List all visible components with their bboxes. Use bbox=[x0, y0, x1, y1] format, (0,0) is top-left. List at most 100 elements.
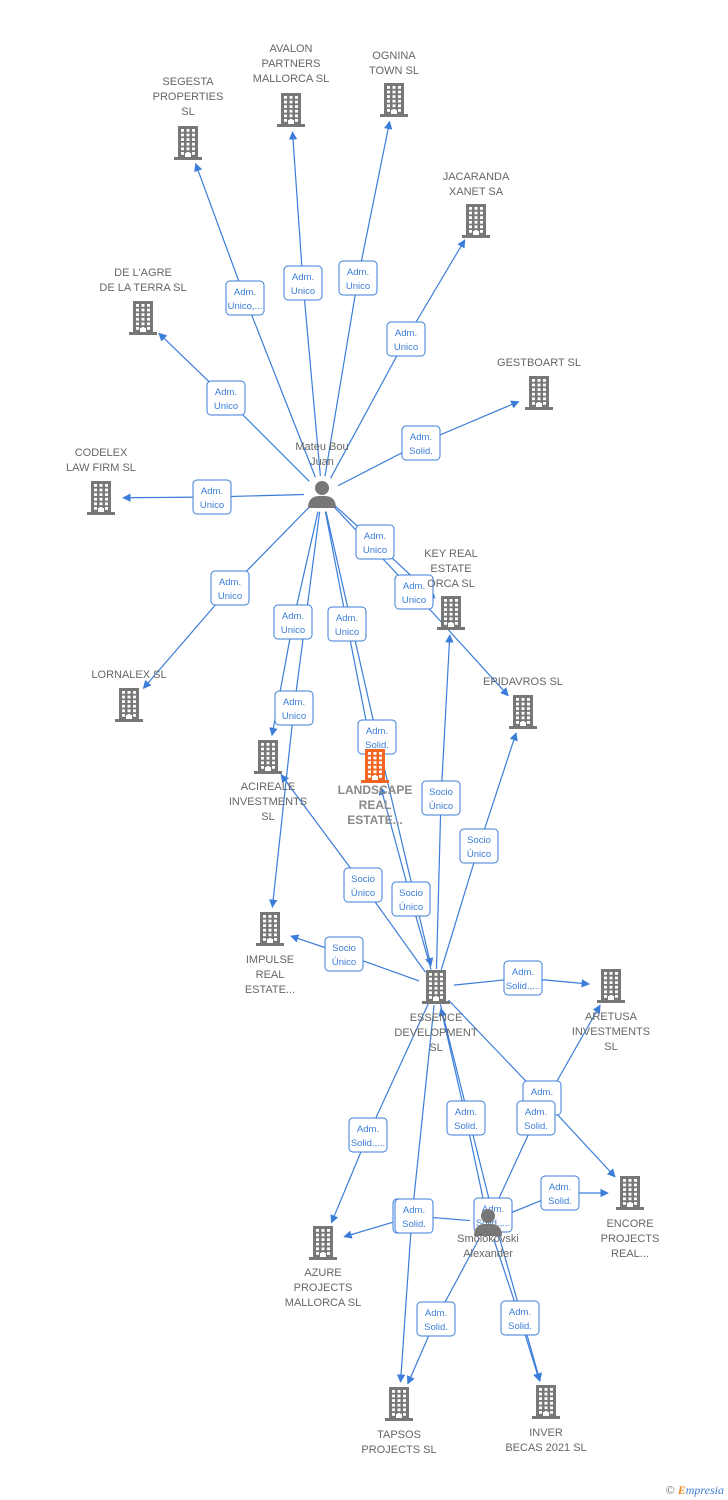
edge-label-mateu-landscape[interactable]: Adm.Unico bbox=[327, 606, 367, 642]
node-label: Mateu Bou bbox=[295, 441, 348, 453]
edge-label-text: Único bbox=[399, 902, 423, 913]
edge-label-text: Solid.,... bbox=[506, 981, 540, 992]
node-label: ESSENCE bbox=[410, 1012, 463, 1024]
node-epidavros[interactable]: EPIDAVROS SL bbox=[483, 676, 563, 729]
node-lornalex[interactable]: LORNALEX SL bbox=[91, 669, 167, 722]
edge-label-smolokovski-essence[interactable]: Adm.Solid. bbox=[446, 1100, 486, 1136]
edge-label-box bbox=[416, 1301, 456, 1337]
edge-label-mateu-essence[interactable]: Adm.Solid. bbox=[357, 719, 397, 755]
edge-label-text: Adm. bbox=[403, 1205, 425, 1216]
node-label: OGNINA bbox=[372, 50, 416, 62]
edge-label-mateu-keyreal[interactable]: Adm.Unico bbox=[355, 524, 395, 560]
node-label: PROJECTS bbox=[294, 1282, 353, 1294]
edge-label-mateu-gestboart[interactable]: Adm. Solid. bbox=[401, 425, 441, 461]
edge-label-smolokovski-azure[interactable]: Adm.Solid. bbox=[394, 1198, 434, 1234]
node-landscape[interactable]: LANDSCAPEREALESTATE... bbox=[338, 749, 413, 827]
node-label: LORNALEX SL bbox=[91, 669, 166, 681]
edge-labels-layer: Adm.Unico,...Adm.UnicoAdm.UnicoAdm.Unico… bbox=[192, 260, 580, 1337]
edge-label-box bbox=[394, 1198, 434, 1234]
edge-label-text: Unico bbox=[214, 401, 238, 412]
building-icon bbox=[380, 83, 408, 117]
edge-label-text: Unico bbox=[281, 625, 305, 636]
node-encore[interactable]: ENCOREPROJECTSREAL... bbox=[601, 1176, 660, 1260]
node-label: SL bbox=[261, 811, 274, 823]
node-label: LANDSCAPE bbox=[338, 783, 413, 797]
copyright-symbol: © bbox=[665, 1483, 675, 1497]
edge-label-smolokovski-encore[interactable]: Adm.Solid. bbox=[540, 1175, 580, 1211]
edge-label-text: Solid.,... bbox=[476, 1218, 510, 1229]
edge-label-box bbox=[273, 604, 313, 640]
edge-label-text: Solid. bbox=[409, 446, 433, 457]
node-label: SEGESTA bbox=[162, 76, 214, 88]
edge-label-box bbox=[283, 265, 323, 301]
edge-label-text: Socio bbox=[429, 787, 453, 798]
node-label: LAW FIRM SL bbox=[66, 462, 136, 474]
person-icon bbox=[474, 1209, 502, 1236]
building-icon bbox=[87, 481, 115, 515]
edge-label-mateu-jacaranda[interactable]: Adm.Unico bbox=[386, 321, 426, 357]
node-label: TAPSOS bbox=[377, 1429, 421, 1441]
building-icon bbox=[616, 1176, 644, 1210]
node-label: PROJECTS bbox=[601, 1233, 660, 1245]
node-label: GESTBOART SL bbox=[497, 357, 581, 369]
node-impulse[interactable]: IMPULSEREALESTATE... bbox=[245, 912, 295, 996]
edge-label-mateu-deagre[interactable]: Adm.Unico bbox=[206, 380, 246, 416]
edge-label-text: Adm. bbox=[410, 432, 432, 443]
edge-label-essence-aretusa[interactable]: Adm. Solid.,... bbox=[503, 960, 543, 996]
node-gestboart[interactable]: GESTBOART SL bbox=[497, 357, 581, 410]
edge-label-text: Unico bbox=[346, 281, 370, 292]
building-icon bbox=[309, 1226, 337, 1260]
edge-label-smolokovski-tapsos[interactable]: Adm.Solid. bbox=[416, 1301, 456, 1337]
edge-label-text: Unico,... bbox=[228, 301, 263, 312]
building-icon bbox=[437, 596, 465, 630]
edge-label-box bbox=[459, 828, 499, 864]
node-label: JACARANDA bbox=[443, 171, 510, 183]
edge-label-mateu-avalon[interactable]: Adm.Unico bbox=[283, 265, 323, 301]
node-label: AZURE bbox=[304, 1267, 341, 1279]
node-label: ENCORE bbox=[606, 1218, 653, 1230]
edge-label-mateu-epidavros[interactable]: Adm.Unico bbox=[394, 574, 434, 610]
edge-label-box bbox=[192, 479, 232, 515]
edge-label-box bbox=[225, 280, 265, 316]
edge-label-mateu-acireale[interactable]: Adm.Unico bbox=[273, 604, 313, 640]
node-label: EPIDAVROS SL bbox=[483, 676, 563, 688]
edge-label-text: Socio bbox=[399, 888, 423, 899]
node-label: ESTATE... bbox=[347, 813, 403, 827]
brand-name: mpresia bbox=[685, 1483, 724, 1497]
edge-label-mateu-impulse[interactable]: Adm.Unico bbox=[274, 690, 314, 726]
edge-label-smolokovski-aretusa[interactable]: Adm.Solid. bbox=[516, 1100, 556, 1136]
edge-label-mateu-lornalex[interactable]: Adm.Unico bbox=[210, 570, 250, 606]
empresia-credit[interactable]: ©Empresia bbox=[666, 1483, 724, 1498]
edge-label-box bbox=[421, 780, 461, 816]
edge-label-essence-azure[interactable]: Adm.Solid.,... bbox=[348, 1117, 388, 1153]
node-label: IMPULSE bbox=[246, 954, 294, 966]
edge-label-text: Adm. bbox=[512, 967, 534, 978]
edge-label-text: Adm. bbox=[283, 697, 305, 708]
edge-label-box bbox=[540, 1175, 580, 1211]
edge-label-mateu-ognina[interactable]: Adm.Unico bbox=[338, 260, 378, 296]
edge-label-mateu-codelex[interactable]: Adm.Unico bbox=[192, 479, 232, 515]
building-icon bbox=[256, 912, 284, 946]
edge-label-mateu-segesta[interactable]: Adm.Unico,... bbox=[225, 280, 265, 316]
edge-label-smolokovski-inver[interactable]: Adm.Solid. bbox=[500, 1300, 540, 1336]
